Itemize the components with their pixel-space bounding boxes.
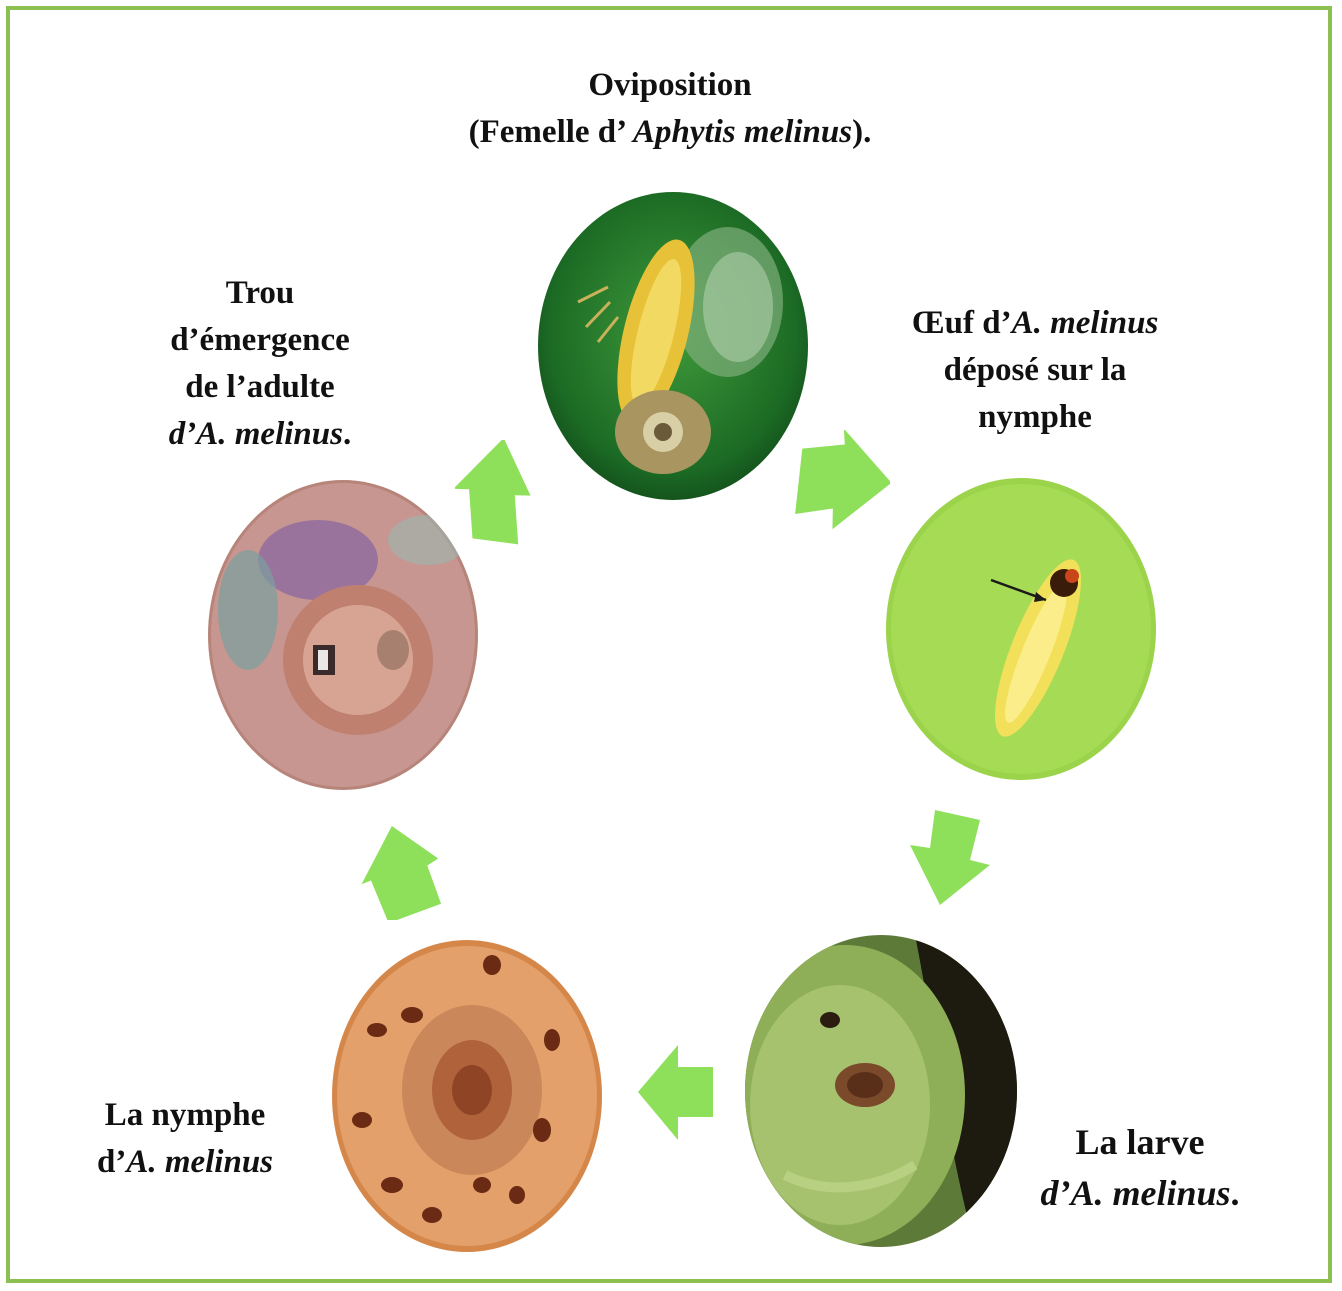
pupa-line1: La nymphe <box>75 1092 295 1139</box>
label-oviposition: Oviposition (Femelle d’ Aphytis melinus)… <box>440 62 900 156</box>
oviposition-photo <box>538 192 808 500</box>
egg-line2: déposé sur la <box>890 347 1180 394</box>
egg-photo <box>886 478 1156 780</box>
label-pupa: La nymphe d’A. melinus <box>75 1092 295 1186</box>
cycle-arrow-icon <box>455 440 545 545</box>
larva-line1: La larve <box>1010 1117 1270 1168</box>
cycle-arrow-icon <box>795 430 890 535</box>
egg-line1: Œuf d’A. melinus <box>890 300 1180 347</box>
label-egg: Œuf d’A. melinus déposé sur la nymphe <box>890 300 1180 441</box>
pupa-line2: d’A. melinus <box>75 1139 295 1186</box>
egg-line3: nymphe <box>890 394 1180 441</box>
emergence-line3: de l’adulte <box>130 364 390 411</box>
oviposition-subtitle: (Femelle d’ Aphytis melinus). <box>440 109 900 156</box>
emergence-line4: d’A. melinus. <box>130 411 390 458</box>
emergence-hole-photo <box>208 480 478 790</box>
emergence-line2: d’émergence <box>130 317 390 364</box>
cycle-arrow-icon <box>360 825 445 920</box>
label-emergence: Trou d’émergence de l’adulte d’A. melinu… <box>130 270 390 457</box>
label-larva: La larve d’A. melinus. <box>1010 1117 1270 1219</box>
cycle-arrow-icon <box>638 1045 713 1140</box>
larva-photo <box>745 935 1017 1247</box>
pupa-photo <box>332 940 602 1252</box>
larva-line2: d’A. melinus. <box>1010 1168 1270 1219</box>
cycle-arrow-icon <box>905 810 995 905</box>
emergence-line1: Trou <box>130 270 390 317</box>
oviposition-title: Oviposition <box>440 62 900 109</box>
